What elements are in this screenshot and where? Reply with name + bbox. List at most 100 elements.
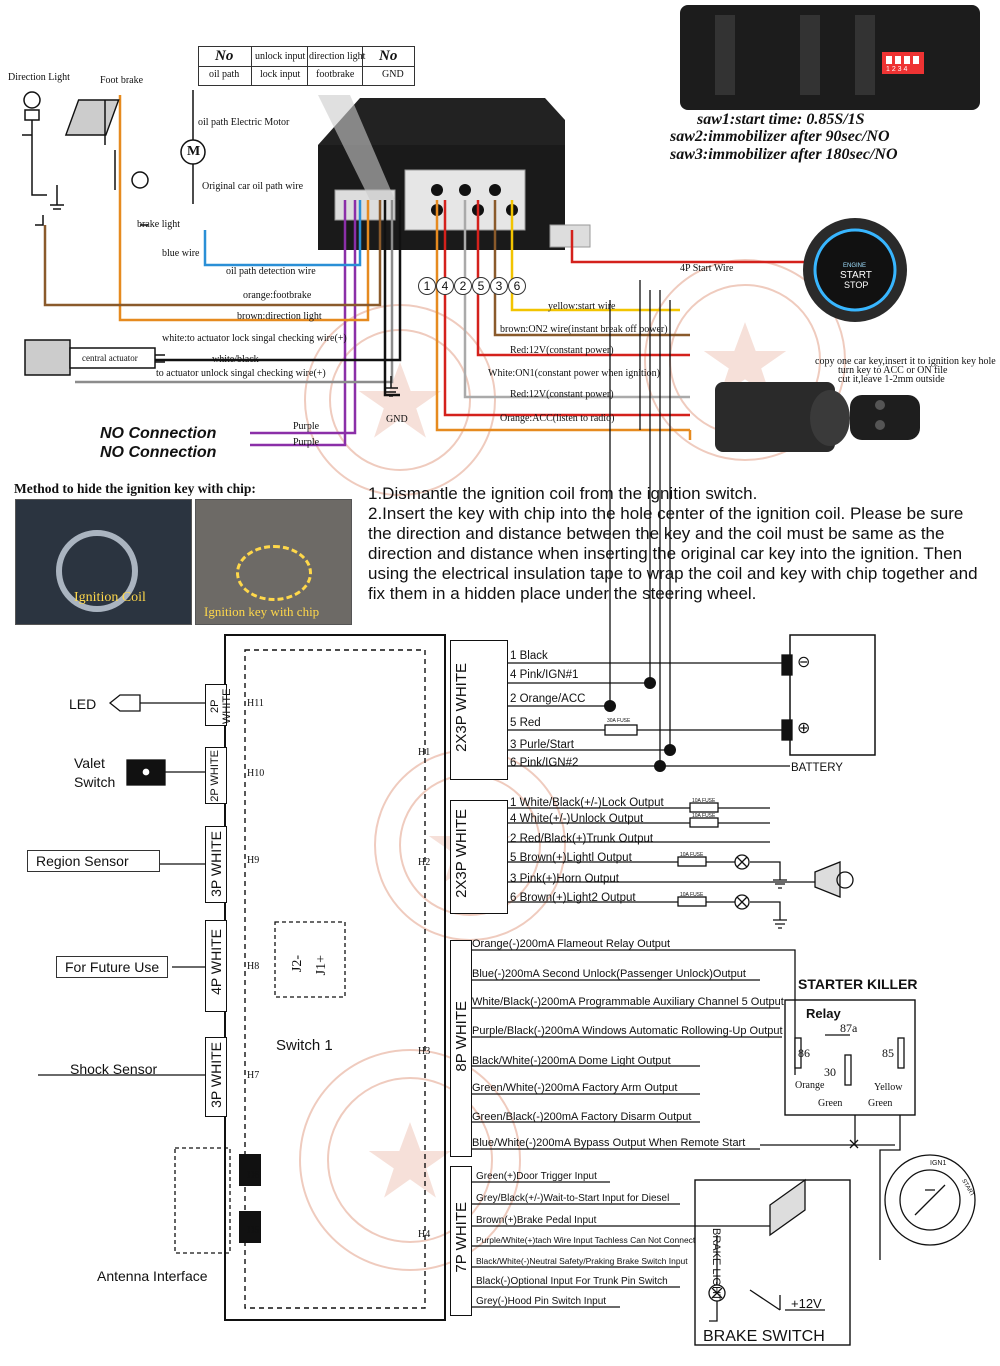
antenna-label: Antenna Interface (97, 1268, 208, 1284)
pin-number-5: 5 (472, 277, 490, 295)
connector-h4[interactable]: 7P WHITE (450, 1166, 472, 1316)
battery-minus: ⊖ (797, 654, 811, 671)
h2-pin-6: 6 Brown(+)Light2 Output (510, 892, 636, 904)
battery-label: BATTERY (791, 762, 843, 774)
header-table: No oil path unlock input lock input dire… (198, 46, 415, 86)
h8-label: H8 (247, 961, 260, 972)
button-engine: ENGINE (843, 263, 867, 269)
connector-h7[interactable]: 3P WHITE (205, 1037, 227, 1117)
fuse-10a-4: 10A FUSE (680, 892, 704, 898)
fuse-10a-1: 10A FUSE (692, 798, 716, 804)
plus-12v-label: +12V (791, 1296, 822, 1311)
h1-pin-6: 6 Pink/IGN#2 (510, 757, 579, 769)
orange-foot-label: orange:footbrake (243, 290, 312, 301)
h4-input-5: Black/White(-)Neutral Safety/Praking Bra… (476, 1256, 688, 1266)
button-stop: STOP (844, 280, 869, 290)
h11-label: H11 (247, 698, 264, 709)
relay-30: 30 (824, 1065, 836, 1079)
unlock-check-label: to actuator unlock singal checking wire(… (156, 368, 326, 379)
h1-pin-4: 4 Pink/IGN#1 (510, 669, 579, 681)
h7-label: H7 (247, 1070, 260, 1081)
h10-label: H10 (247, 768, 265, 779)
foot-brake-label: Foot brake (100, 75, 144, 86)
header-c2-bot: lock input (260, 69, 301, 80)
left-components (22, 90, 398, 397)
connector-h2[interactable]: 2X3P WHITE (450, 800, 508, 914)
header-c4-bot: GND (382, 69, 404, 80)
relay-green-1: Green (818, 1098, 843, 1109)
h3-output-6: Green/White(-)200mA Factory Arm Output (472, 1082, 678, 1094)
valet-label-2: Switch (74, 774, 116, 790)
yellow-start-label: yellow:start wire (548, 301, 616, 312)
oil-detect-label: oil path detection wire (226, 266, 316, 277)
h2-label: H2 (418, 857, 431, 868)
header-c4-top: No (379, 48, 398, 64)
dip-switch-module (680, 5, 980, 110)
h1-pin-5: 5 Red (510, 717, 541, 729)
h3-output-8: Blue/White(-)200mA Bypass Output When Re… (472, 1137, 746, 1149)
start-button-graphic (715, 218, 920, 452)
header-c2-top: unlock input (255, 51, 306, 62)
brake-light-label: brake light (137, 219, 181, 230)
dip-saw1: saw1:start time: 0.85S/1S (697, 111, 865, 128)
h4-input-4: Purple/White(+)tach Wire Input Tachless … (476, 1235, 696, 1245)
h1-pin-1: 1 Black (510, 650, 548, 662)
control-box (318, 95, 591, 250)
h3-output-4: Purple/Black(-)200mA Windows Automatic R… (472, 1025, 783, 1037)
h2-pin-5: 5 Brown(+)Lightl Output (510, 852, 632, 864)
relay-yellow: Yellow (874, 1082, 903, 1093)
no-connection-2: NO Connection (100, 444, 217, 461)
direction-light-label: Direction Light (8, 72, 70, 83)
connector-h8[interactable]: 4P WHITE (205, 920, 227, 1012)
connector-h1[interactable]: 2X3P WHITE (450, 640, 508, 780)
ignition-key-caption: Ignition key with chip (204, 604, 320, 619)
j2-label: J2- (290, 955, 305, 973)
connector-h9[interactable]: 3P WHITE (205, 826, 227, 903)
white-lock-label: white:to actuator lock singal checking w… (162, 333, 347, 344)
connector-h3[interactable]: 8P WHITE (450, 940, 472, 1157)
h3-output-1: Orange(-)200mA Flameout Relay Output (472, 938, 671, 950)
fuse-30a: 30A FUSE (607, 718, 631, 724)
relay-87a: 87a (840, 1021, 858, 1035)
h4-input-7: Grey(-)Hood Pin Switch Input (476, 1296, 607, 1307)
main-module-outline (174, 634, 446, 1321)
dip-saw2: saw2:immobilizer after 90sec/NO (670, 128, 890, 145)
header-c1-bot: oil path (209, 69, 240, 80)
j1-label: J1+ (314, 955, 329, 976)
header-c3-top: direction light (309, 51, 366, 62)
connector-h10[interactable]: 2P WHITE (205, 747, 227, 804)
h4-input-2: Grey/Black(+/-)Wait-to-Start Input for D… (476, 1193, 670, 1204)
cut-it-label: cut it,leave 1-2mm outside (838, 374, 945, 385)
connector-h11[interactable]: 2P WHITE (205, 684, 233, 726)
brake-light-vertical: BRAKE LIGHT (710, 1228, 722, 1301)
red-12v-label-2: Red:12V(constant power) (510, 389, 614, 400)
harness-wires (43, 95, 820, 447)
motor-symbol: M (187, 144, 201, 159)
led-label: LED (69, 696, 97, 712)
h3-h4-wires (470, 949, 976, 1346)
central-actuator-label: central actuator (82, 353, 138, 363)
brown-on2-label: brown:ON2 wire(instant break off power) (500, 324, 668, 335)
h6-label: H6 (247, 1170, 260, 1181)
valet-label-1: Valet (74, 755, 105, 771)
h2-pin-1: 1 White/Black(+/-)Lock Output (510, 797, 664, 809)
ign1-label: IGN1 (930, 1160, 947, 1167)
starter-killer-title: STARTER KILLER (798, 976, 918, 992)
fuse-10a-3: 10A FUSE (680, 852, 704, 858)
h3-output-7: Green/Black(-)200mA Factory Disarm Outpu… (472, 1111, 692, 1123)
pin-number-4: 4 (436, 277, 454, 295)
h4-input-1: Green(+)Door Trigger Input (476, 1171, 597, 1182)
h4-input-6: Black(-)Optional Input For Trunk Pin Swi… (476, 1276, 668, 1287)
button-start[interactable]: START (840, 270, 872, 281)
fuse-10a-2: 10A FUSE (692, 813, 716, 819)
orig-oil-label: Original car oil path wire (202, 181, 304, 192)
purple-label-1: Purple (293, 421, 320, 432)
header-c3-bot: footbrake (316, 69, 355, 80)
h2-pin-3: 3 Pink(+)Horn Output (510, 873, 619, 885)
blue-wire-label: blue wire (162, 248, 200, 259)
red-12v-label-1: Red:12V(constant power) (510, 345, 614, 356)
h4-label: H4 (418, 1229, 431, 1240)
relay-green-2: Green (868, 1098, 893, 1109)
switch-1-label: Switch 1 (276, 1037, 333, 1054)
h1-pin-2: 2 Orange/ACC (510, 693, 586, 705)
